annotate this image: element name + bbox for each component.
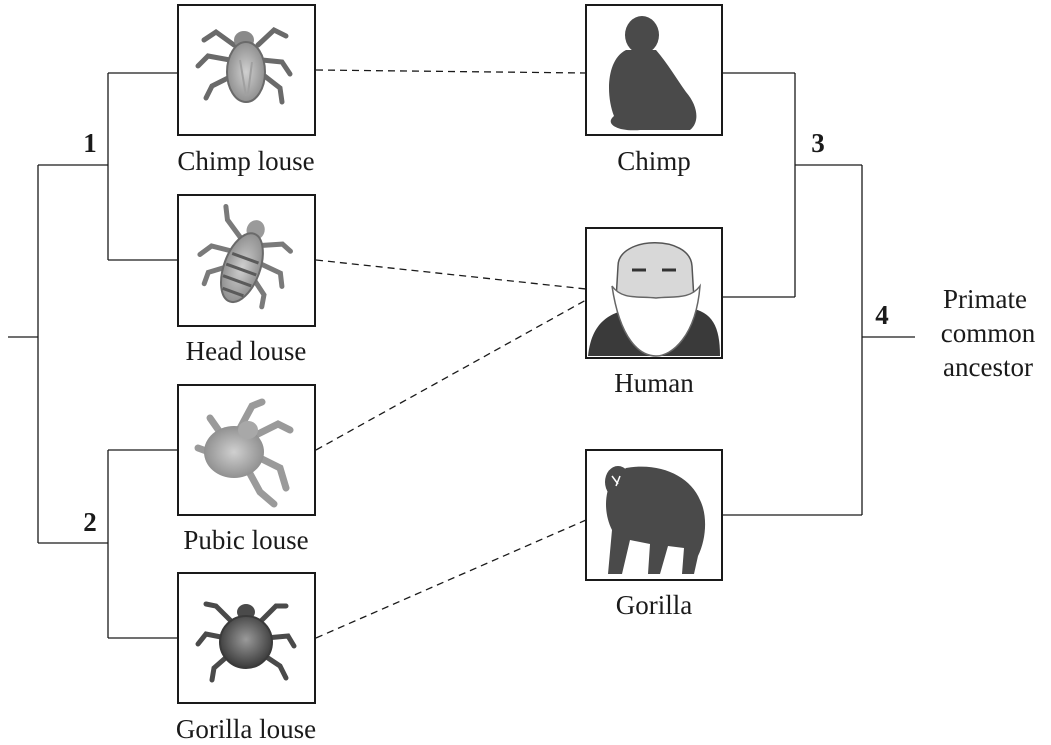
ancestor-label: Primate common ancestor <box>941 284 1036 382</box>
pubic-louse-label: Pubic louse <box>183 525 308 555</box>
node-4-label: 4 <box>875 300 889 330</box>
gorilla-louse-label: Gorilla louse <box>176 714 316 744</box>
link-head-louse-human <box>316 260 586 289</box>
link-gorilla-louse-gorilla <box>316 520 586 638</box>
chimp-label: Chimp <box>617 146 691 176</box>
association-links <box>316 70 586 638</box>
link-chimp-louse-chimp <box>316 70 586 73</box>
link-pubic-louse-human <box>316 300 586 450</box>
human-label: Human <box>614 368 694 398</box>
head-louse-label: Head louse <box>186 336 307 366</box>
ancestor-line-2: common <box>941 318 1036 348</box>
host-panel-gorilla <box>586 450 722 580</box>
host-panel-chimp <box>586 5 722 135</box>
host-panel-human <box>586 228 722 358</box>
node-3-label: 3 <box>811 128 825 158</box>
louse-panel-head <box>178 195 315 326</box>
node-2-label: 2 <box>83 507 97 537</box>
louse-panel-gorilla <box>178 573 315 703</box>
chimp-louse-label: Chimp louse <box>177 146 314 176</box>
ancestor-line-3: ancestor <box>943 352 1033 382</box>
ancestor-line-1: Primate <box>943 284 1027 314</box>
louse-panel-pubic <box>178 385 315 515</box>
louse-panel-chimp <box>178 5 315 135</box>
gorilla-label: Gorilla <box>616 590 692 620</box>
node-1-label: 1 <box>83 128 97 158</box>
